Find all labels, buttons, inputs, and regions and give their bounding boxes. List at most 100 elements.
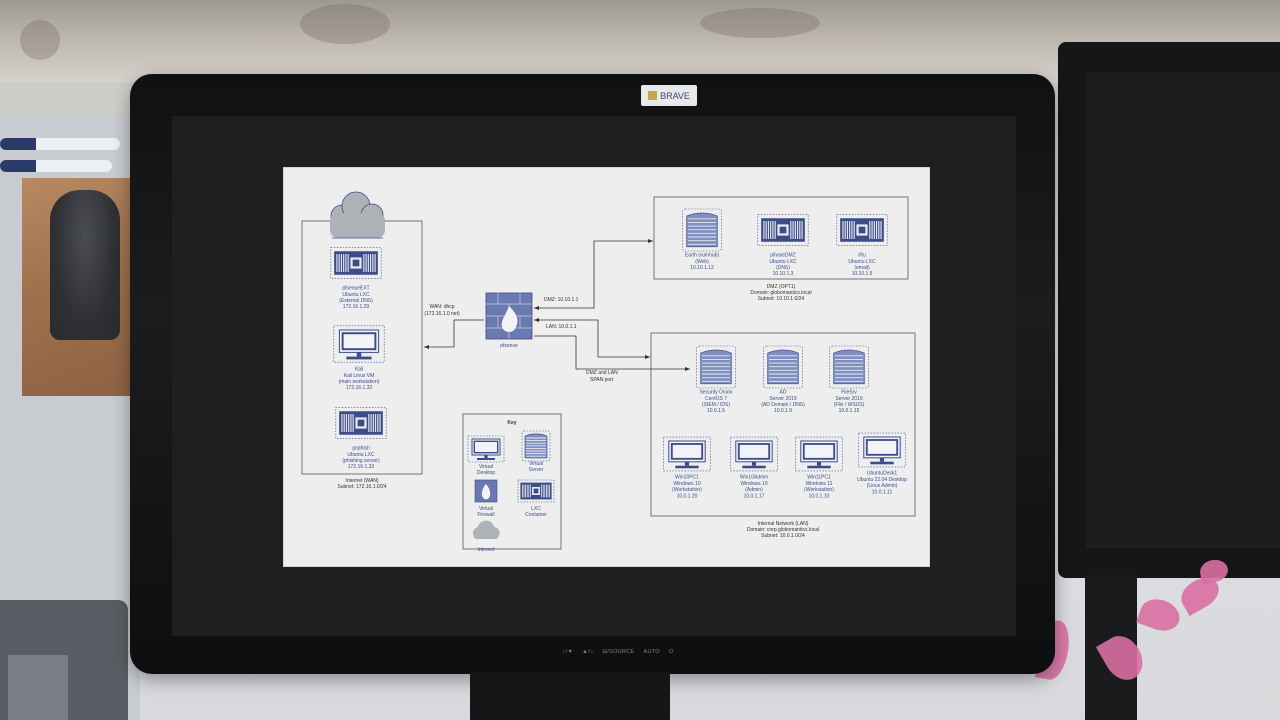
lan-server-label: 10.0.1.9 xyxy=(774,408,792,414)
lan-desktop-label: (Linux Admin) xyxy=(867,483,898,489)
dmz-node-label: iRu xyxy=(858,253,866,259)
span-label: DMZ and LAN xyxy=(586,370,618,376)
internet-zone-subnet: Subnet: 172.16.1.0/24 xyxy=(337,484,386,490)
internet-node-label: Kali Linux VM xyxy=(344,373,375,379)
lan-server-label: 10.0.1.15 xyxy=(839,408,860,414)
lan-desktop-label: Win10Admin xyxy=(740,475,769,481)
dmz-node-label: Ubuntu LXC xyxy=(769,259,797,265)
dmz-node-label: (DNS) xyxy=(776,265,790,271)
desk-device xyxy=(0,600,128,720)
lan-server-label: (File / WSUS) xyxy=(834,402,865,408)
dmz-arrowhead-fw xyxy=(534,306,539,310)
dmz-link xyxy=(534,240,653,309)
dmz-node-0-server-icon xyxy=(682,208,722,252)
span-link xyxy=(534,335,690,370)
internet-node-label: (External DNS) xyxy=(339,298,373,304)
dmz-zone-box xyxy=(653,196,909,280)
dog-figure xyxy=(50,190,120,340)
lan-desktop-label: Win11PC1 xyxy=(807,475,831,481)
key-item-label: Container xyxy=(525,512,547,518)
monitor-power-icon[interactable]: ⏻ xyxy=(668,649,674,655)
dmz-node-2-lxc-icon xyxy=(836,214,888,246)
dmz-node-label: (email) xyxy=(854,265,870,271)
lan-zone-domain: Domain: corp.globomantics.local xyxy=(747,527,819,533)
key-item-label: Virtual xyxy=(479,464,493,470)
lan-link xyxy=(534,319,650,358)
key-item-4-cloud-icon xyxy=(473,520,500,539)
lan-server-label: 10.0.1.5 xyxy=(707,408,725,414)
monitor-control-menu[interactable]: ○/▼ xyxy=(562,649,574,655)
span-label: SPAN port xyxy=(590,377,614,383)
lan-server-0-server-icon xyxy=(696,345,736,389)
lan-desktop-3-desktop-icon xyxy=(858,432,906,468)
key-item-label: Virtual xyxy=(529,461,543,467)
internet-node-label: (main workstation) xyxy=(339,379,380,385)
lan-desktop-label: (Admin) xyxy=(745,487,763,493)
lan-server-label: CentOS 7 xyxy=(705,396,727,402)
key-title: Key xyxy=(507,420,516,426)
wan-arrowhead xyxy=(424,345,429,349)
key-item-3-lxc-icon xyxy=(517,479,555,503)
background-blur xyxy=(20,20,60,60)
lan-server-label: Server 2019 xyxy=(835,396,862,402)
key-item-0-desktop-icon xyxy=(467,435,505,463)
key-item-2-firewall-icon xyxy=(474,479,498,503)
lan-desktop-label: UbuntuDesk1 xyxy=(867,471,898,477)
internet-node-label: gophish xyxy=(352,446,370,452)
monitor-control-auto[interactable]: AUTO xyxy=(643,649,660,655)
internet-node-label: pfsenseEXT xyxy=(342,286,369,292)
lan-server-label: FileSrv xyxy=(841,390,857,396)
key-item-label: LXC xyxy=(531,506,541,512)
internet-node-label: Ubuntu LXC xyxy=(347,452,375,458)
pfsense-firewall-icon xyxy=(485,292,533,340)
brand-logo-icon xyxy=(648,91,658,100)
internet-cloud-icon xyxy=(330,191,385,239)
monitor-control-source[interactable]: ⊟/SOURCE xyxy=(602,649,635,655)
key-item-label: Desktop xyxy=(477,470,496,476)
lan-arrowhead-fw xyxy=(534,318,539,322)
lan-desktop-label: 10.0.1.17 xyxy=(744,493,765,499)
wan-link xyxy=(424,319,484,348)
lan-server-label: AD xyxy=(780,390,787,396)
key-item-label: Firewall xyxy=(477,512,494,518)
wan-label: (172.16.1.0 net) xyxy=(424,311,460,317)
lan-desktop-label: (Workstation) xyxy=(672,487,702,493)
dmz-node-label: 10.10.1.5 xyxy=(852,271,873,277)
internet-node-2-lxc-icon xyxy=(335,407,387,439)
lan-server-1-server-icon xyxy=(763,345,803,389)
background-blur xyxy=(300,4,390,44)
lan-server-label: (SIEM / IDS) xyxy=(702,402,730,408)
lan-zone-subnet: Subnet: 10.0.1.0/24 xyxy=(761,533,805,539)
lan-server-label: Security Onion xyxy=(700,390,733,396)
internet-node-label: 172.16.1.33 xyxy=(348,464,375,470)
internet-node-0-lxc-icon xyxy=(330,247,382,279)
lan-desktop-label: 10.0.1.20 xyxy=(677,493,698,499)
lan-desktop-2-desktop-icon xyxy=(795,436,843,472)
lan-server-label: Server 2019 xyxy=(769,396,796,402)
lan-desktop-1-desktop-icon xyxy=(730,436,778,472)
internet-node-label: Kali xyxy=(355,367,363,373)
internet-node-label: 172.16.1.32 xyxy=(346,385,373,391)
key-legend-box xyxy=(462,413,562,550)
pfsense-label: pfsense xyxy=(500,343,518,349)
dmz-node-label: 10.10.1.12 xyxy=(690,265,714,271)
lan-desktop-label: Ubuntu 22.04 Desktop xyxy=(857,477,907,483)
lan-desktop-label: (Workstation) xyxy=(804,487,834,493)
key-item-1-server-icon xyxy=(521,430,551,462)
key-item-label: Virtual xyxy=(479,506,493,512)
dmz-zone-subnet: Subnet: 10.10.1.0/24 xyxy=(758,296,805,302)
lan-desktop-label: Windows 11 xyxy=(806,481,833,487)
dmz-zone-title: DMZ (OPT1) xyxy=(767,284,796,290)
lan-desktop-0-desktop-icon xyxy=(663,436,711,472)
dmz-node-label: pihoseDMZ xyxy=(770,253,796,259)
dmz-ip-label: DMZ: 10.10.1.1 xyxy=(544,297,579,303)
dmz-node-label: Ubuntu LXC xyxy=(848,259,876,265)
dmz-zone-domain: Domain: globomantics.local xyxy=(750,290,811,296)
lan-desktop-label: 10.0.1.10 xyxy=(809,493,830,499)
network-diagram-slide: WAN: dhcp (172.16.1.0 net) DMZ: 10.10.1.… xyxy=(284,168,929,566)
span-arrowhead xyxy=(685,367,690,371)
background-blur xyxy=(700,8,820,38)
monitor-control-adjust[interactable]: ▲/○ xyxy=(582,649,594,655)
dmz-node-label: (Web) xyxy=(695,259,709,265)
lan-desktop-label: Windows 10 xyxy=(740,481,767,487)
